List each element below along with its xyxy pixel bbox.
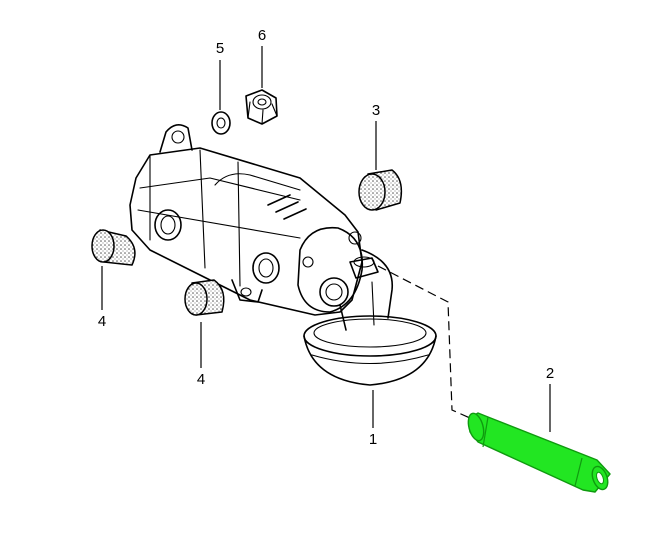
callout-3: 3 (372, 102, 380, 119)
washer-5[interactable] (211, 111, 231, 135)
callout-1: 1 (369, 431, 377, 448)
bushing-3[interactable] (358, 169, 403, 211)
callout-2: 2 (546, 365, 554, 382)
shaft-highlighted[interactable] (466, 412, 611, 493)
assembly-centerline (377, 265, 471, 419)
bushing-4-left[interactable] (91, 229, 136, 266)
callout-6: 6 (258, 27, 266, 44)
pump-body[interactable] (129, 124, 437, 386)
leader-lines (101, 46, 551, 432)
callout-5: 5 (216, 40, 224, 57)
callout-4-left: 4 (98, 313, 106, 330)
bushing-4-lower[interactable] (184, 279, 225, 316)
nut-6[interactable] (245, 89, 278, 125)
callout-4-lower: 4 (197, 371, 205, 388)
